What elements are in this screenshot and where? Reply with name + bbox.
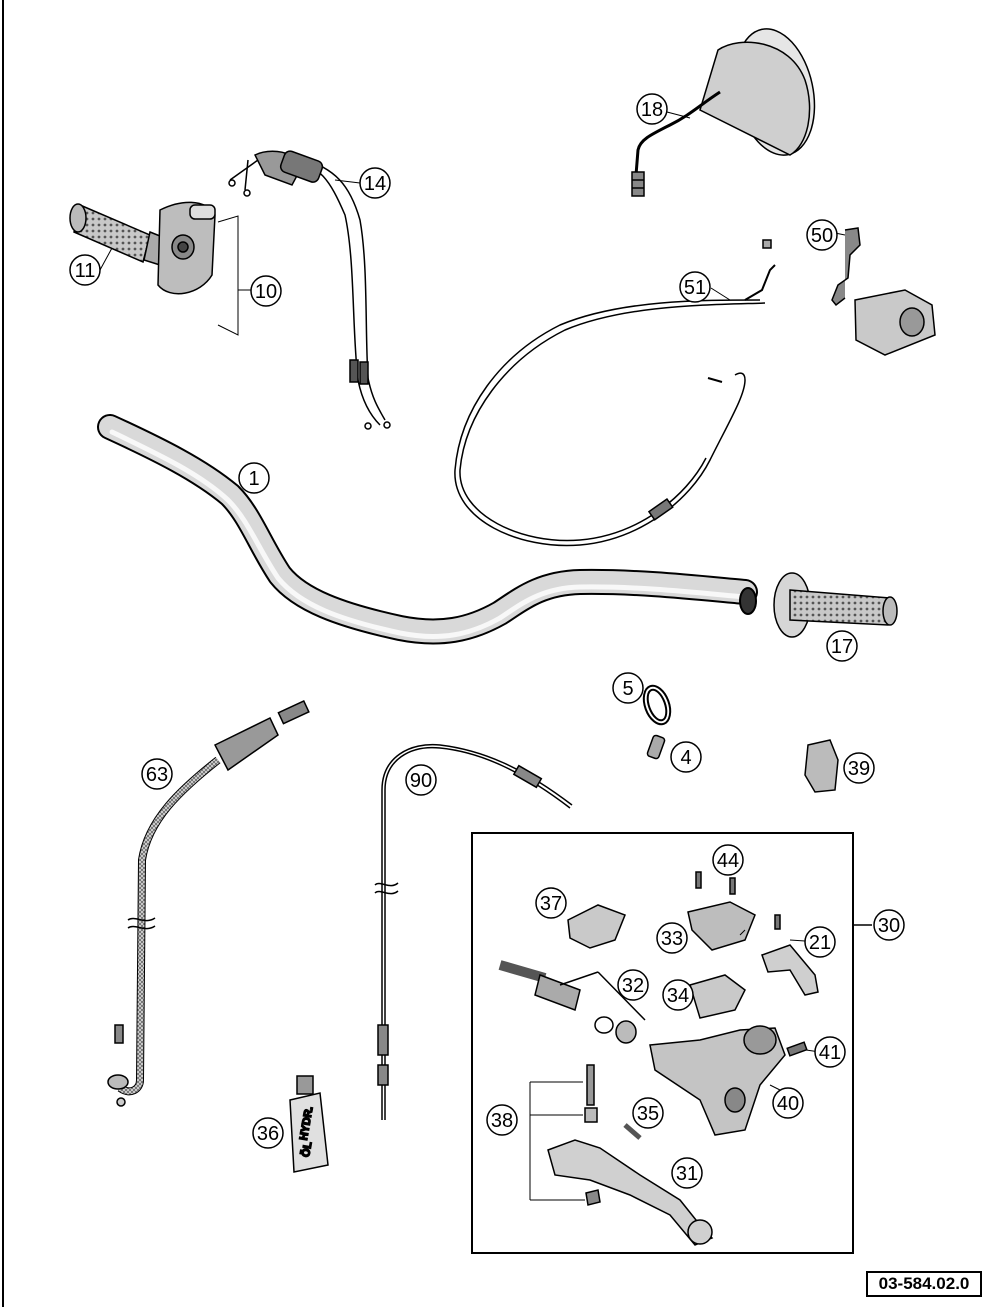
svg-text:90: 90	[410, 770, 432, 792]
handlebar-part	[97, 414, 758, 645]
svg-text:18: 18	[641, 99, 663, 121]
callout-51: 51	[679, 271, 711, 303]
lid-33-part	[687, 901, 756, 951]
svg-text:17: 17	[831, 636, 853, 658]
callout-50: 50	[806, 219, 838, 251]
spring-35-part	[623, 1123, 642, 1140]
oil-bottle-part: HYDR. ÖL	[289, 1075, 329, 1173]
throttle-housing-part	[157, 201, 239, 336]
callout-32: 32	[617, 969, 649, 1001]
callout-34: 34	[662, 979, 694, 1011]
svg-text:38: 38	[491, 1110, 513, 1132]
right-grip-part	[773, 572, 898, 638]
svg-text:36: 36	[257, 1123, 279, 1145]
brake-assembly-box	[471, 832, 854, 1254]
brake-parts	[498, 871, 819, 1246]
callout-90: 90	[405, 764, 437, 796]
callout-11: 11	[69, 254, 101, 286]
svg-text:14: 14	[364, 173, 386, 195]
callout-40: 40	[772, 1087, 804, 1119]
svg-text:32: 32	[622, 975, 644, 997]
callout-37: 37	[535, 887, 567, 919]
callout-14: 14	[359, 167, 391, 199]
callout-21: 21	[804, 926, 836, 958]
bottle-label-line2: ÖL	[299, 1141, 315, 1159]
callout-31: 31	[671, 1157, 703, 1189]
svg-text:1: 1	[248, 468, 259, 490]
callout-33: 33	[656, 922, 688, 954]
svg-text:30: 30	[878, 915, 900, 937]
callout-35: 35	[632, 1097, 664, 1129]
callout-5: 5	[612, 672, 644, 704]
master-cylinder-40-part	[649, 1027, 786, 1136]
svg-text:4: 4	[680, 747, 691, 769]
mirror-part	[631, 28, 816, 197]
svg-text:10: 10	[255, 281, 277, 303]
bolt-41-part	[786, 1041, 808, 1057]
callout-17: 17	[826, 630, 858, 662]
callout-10: 10	[250, 275, 282, 307]
callout-63: 63	[141, 758, 173, 790]
brake-lever-31-part	[547, 1139, 714, 1246]
svg-text:39: 39	[848, 758, 870, 780]
callout-44: 44	[712, 844, 744, 876]
piston-part	[534, 974, 581, 1011]
clip-39-part	[804, 739, 839, 793]
svg-text:31: 31	[676, 1163, 698, 1185]
throttle-grip-part	[69, 203, 166, 266]
svg-text:11: 11	[75, 260, 96, 282]
callout-1: 1	[238, 462, 270, 494]
svg-text:21: 21	[809, 932, 831, 954]
svg-text:37: 37	[540, 893, 562, 915]
cover-37-part	[567, 904, 626, 949]
sleeve-part	[646, 734, 666, 760]
cable-90-part	[374, 743, 573, 1120]
callout-36: 36	[252, 1117, 284, 1149]
hose-clamp-part	[642, 684, 672, 726]
cable-51-part	[454, 239, 776, 547]
membrane-34-part	[689, 974, 746, 1019]
svg-text:5: 5	[622, 678, 633, 700]
svg-text:51: 51	[684, 277, 706, 299]
svg-text:41: 41	[819, 1042, 841, 1064]
svg-text:44: 44	[717, 850, 739, 872]
callouts: 1 4 5 10 11 14 17 18 21 30 31 32 33 34 3…	[69, 93, 905, 1189]
reference-number: 03-584.02.0	[866, 1271, 982, 1297]
screw-44a-part	[695, 871, 702, 889]
hydraulic-line-part	[107, 699, 310, 1107]
callout-30: 30	[873, 909, 905, 941]
svg-text:40: 40	[777, 1093, 799, 1115]
svg-text:35: 35	[637, 1103, 659, 1125]
svg-text:33: 33	[661, 928, 683, 950]
callout-39: 39	[843, 752, 875, 784]
svg-text:63: 63	[146, 764, 168, 786]
switch-part	[831, 227, 936, 356]
svg-text:34: 34	[667, 985, 689, 1007]
lever-21-part	[761, 944, 819, 996]
callout-18: 18	[636, 93, 668, 125]
callout-41: 41	[814, 1036, 846, 1068]
screw-44b-part	[729, 877, 736, 895]
pivot-bolt-part	[586, 1064, 595, 1106]
callout-38: 38	[486, 1104, 518, 1136]
svg-text:50: 50	[811, 225, 833, 247]
spring-part	[498, 960, 547, 983]
callout-4: 4	[670, 741, 702, 773]
